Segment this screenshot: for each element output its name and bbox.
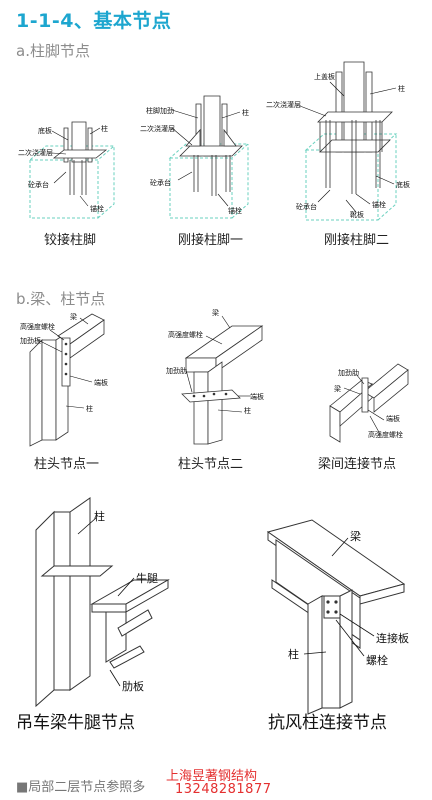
label-column: 柱 — [86, 405, 93, 413]
label-end-plate: 端板 — [250, 393, 264, 401]
caption-wind-column: 抗风柱连接节点 — [268, 713, 387, 733]
label-column: 柱 — [101, 125, 108, 133]
label-end-plate: 端板 — [94, 379, 108, 387]
label-stiffener: 加劲板 — [20, 337, 41, 345]
caption-rigid-base-one: 刚接柱脚一 — [178, 233, 244, 248]
watermark-phone: 13248281877 — [175, 782, 272, 797]
label-stiffener: 加劲肋 — [166, 367, 187, 375]
caption-column-head-joint-one: 柱头节点一 — [34, 457, 100, 472]
label-stiffener: 柱脚加劲 — [146, 107, 174, 115]
label-hs-bolt: 高强度螺栓 — [368, 431, 403, 439]
label-beam: 梁 — [70, 313, 77, 321]
label-connection-plate: 连接板 — [376, 632, 409, 645]
label-anchor: 锚栓 — [228, 207, 242, 215]
label-base-plate: 底板 — [38, 127, 52, 135]
caption-crane-bracket: 吊车梁牛腿节点 — [16, 713, 135, 733]
section-b-heading: b.梁、柱节点 — [16, 290, 106, 308]
section-a-heading: a.柱脚节点 — [16, 42, 90, 60]
label-beam: 梁 — [334, 385, 341, 393]
label-anchor: 锚栓 — [90, 205, 104, 213]
page-title: 1-1-4、基本节点 — [16, 10, 172, 32]
label-beam: 梁 — [212, 309, 219, 317]
label-support: 砼承台 — [28, 181, 49, 189]
watermark-company: 上海昱著钢结构 — [166, 769, 258, 784]
label-top-plate: 上盖板 — [314, 73, 335, 81]
label-column: 柱 — [288, 648, 299, 661]
label-beam: 梁 — [350, 530, 361, 543]
label-support: 砼承台 — [150, 179, 171, 187]
label-base-plate: 底板 — [396, 181, 410, 189]
caption-beam-splice-joint: 梁间连接节点 — [318, 457, 397, 472]
label-stiffener: 加劲肋 — [338, 369, 359, 377]
caption-hinged-base: 铰接柱脚 — [44, 233, 97, 248]
label-grout: 二次浇灌层 — [266, 101, 301, 109]
label-rib-plate: 肋板 — [122, 680, 144, 693]
label-bracket: 牛腿 — [136, 572, 158, 585]
label-boot-plate: 靴板 — [350, 211, 364, 219]
caption-column-head-joint-two: 柱头节点二 — [178, 457, 244, 472]
label-hs-bolt: 高强度螺栓 — [168, 331, 203, 339]
label-anchor: 锚栓 — [372, 201, 386, 209]
label-column: 柱 — [244, 407, 251, 415]
label-column: 柱 — [242, 109, 249, 117]
label-hs-bolt: 高强度螺栓 — [20, 323, 55, 331]
label-end-plate: 端板 — [386, 415, 400, 423]
label-grout: 二次浇灌层 — [18, 149, 53, 157]
label-column: 柱 — [94, 510, 105, 523]
footer-note: ■局部二层节点参照多 — [16, 780, 146, 795]
label-support: 砼承台 — [296, 203, 317, 211]
label-bolt: 螺栓 — [366, 654, 388, 667]
caption-rigid-base-two: 刚接柱脚二 — [324, 233, 390, 248]
label-column: 柱 — [398, 85, 405, 93]
label-grout: 二次浇灌层 — [140, 125, 175, 133]
